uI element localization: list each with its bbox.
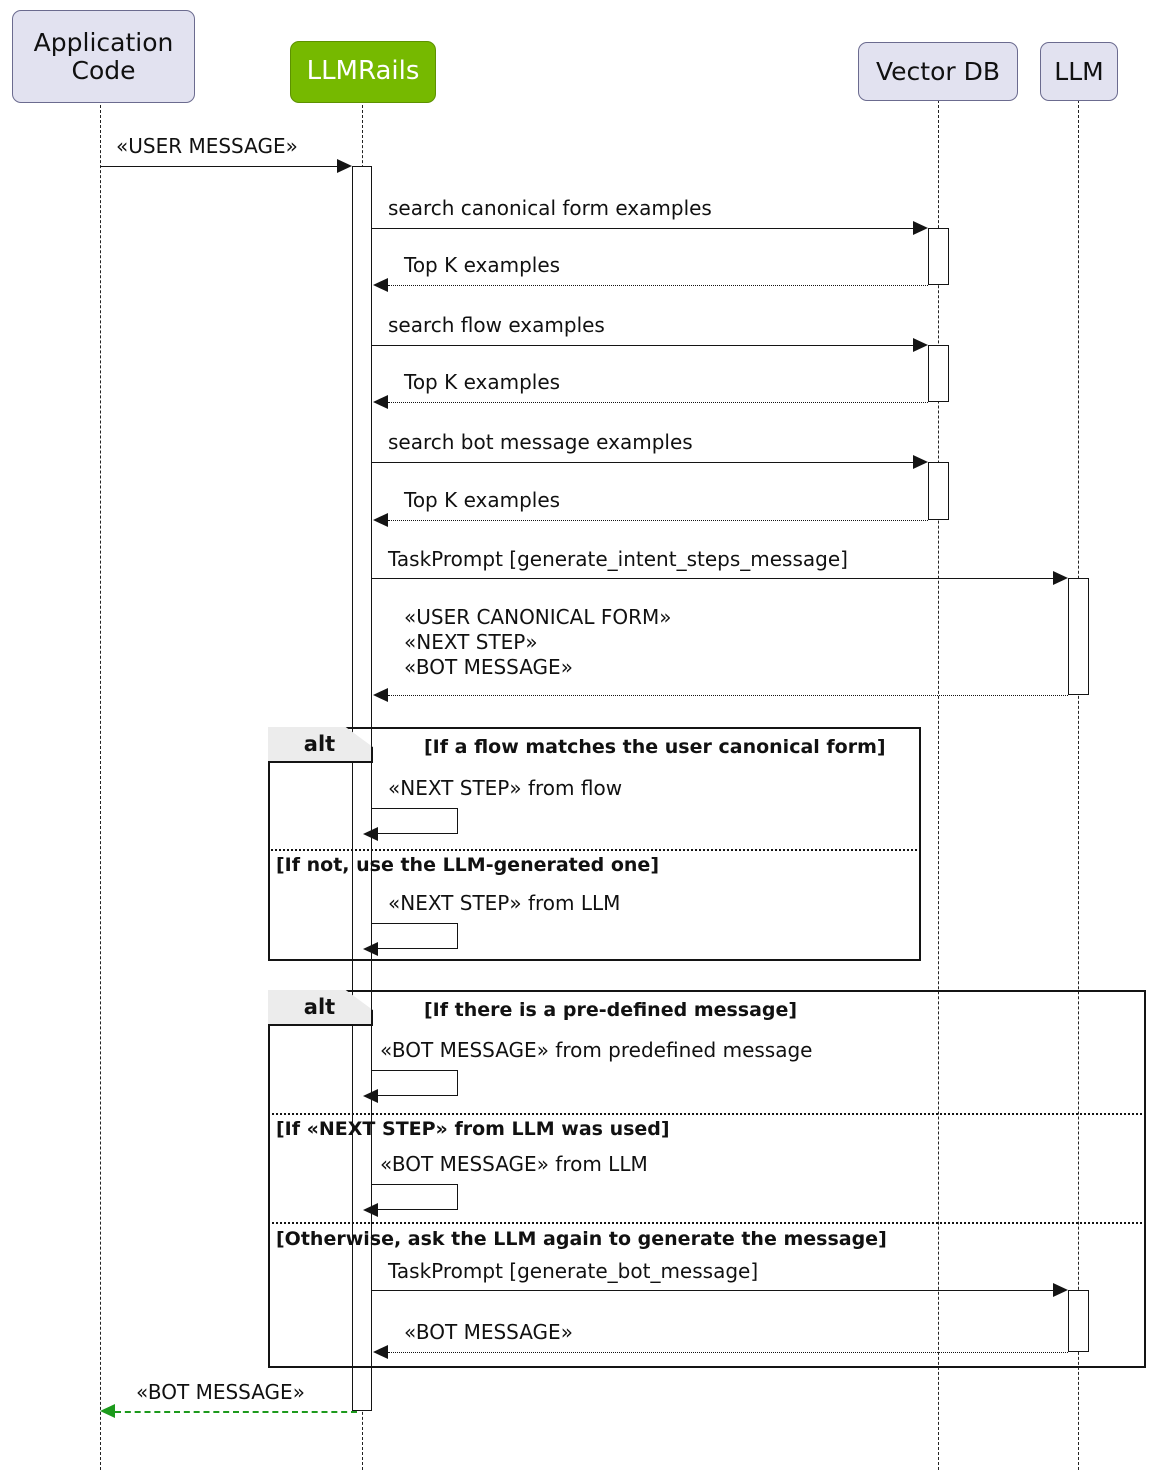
message-line-bot-message-final (115, 1411, 357, 1413)
arrowhead-llm-reply (373, 688, 388, 702)
arrowhead-search-flow (913, 338, 928, 352)
activation-vectordb-3 (928, 462, 949, 520)
fragment-alt-bot-message-condition-1: [If there is a pre-defined message] (424, 999, 798, 1021)
activation-vectordb-1 (928, 228, 949, 285)
participant-vector-db-label: Vector DB (875, 56, 1000, 86)
arrowhead-bot-message-from-llm (363, 1203, 378, 1217)
message-label-search-bot: search bot message examples (388, 430, 693, 454)
activation-llm-1 (1068, 578, 1089, 695)
message-label-user-message: «USER MESSAGE» (116, 134, 298, 158)
message-line-top-k-1 (388, 285, 928, 286)
fragment-alt-bot-message-divider-2 (268, 1222, 1146, 1224)
message-label-bot-message-final: «BOT MESSAGE» (136, 1380, 305, 1404)
message-label-search-canonical: search canonical form examples (388, 196, 712, 220)
arrowhead-task-prompt-intent (1053, 571, 1068, 585)
message-line-top-k-2 (388, 402, 928, 403)
activation-vectordb-2 (928, 345, 949, 402)
participant-application-code[interactable]: Application Code (12, 10, 195, 103)
message-label-task-prompt-bot: TaskPrompt [generate_bot_message] (388, 1259, 759, 1283)
fragment-alt-next-step-condition-1: [If a flow matches the user canonical fo… (424, 736, 886, 758)
arrowhead-bot-message-llm-return (373, 1345, 388, 1359)
participant-llmrails-label: LLMRails (306, 56, 420, 87)
self-message-next-step-from-llm (372, 923, 458, 949)
arrowhead-search-canonical (913, 221, 928, 235)
participant-llm[interactable]: LLM (1040, 42, 1118, 101)
lifeline-application-code (100, 105, 101, 1470)
arrowhead-task-prompt-bot (1053, 1283, 1068, 1297)
arrowhead-top-k-3 (373, 513, 388, 527)
lifeline-vector-db (938, 100, 939, 1470)
message-label-next-step-from-llm: «NEXT STEP» from LLM (388, 891, 621, 915)
participant-application-code-line2: Code (71, 55, 136, 85)
message-label-llm-reply: «USER CANONICAL FORM» «NEXT STEP» «BOT M… (404, 605, 671, 680)
participant-vector-db[interactable]: Vector DB (858, 42, 1018, 101)
message-label-top-k-2: Top K examples (404, 370, 561, 394)
fragment-alt-next-step-operator: alt (268, 727, 373, 763)
arrowhead-bot-message-final (100, 1404, 115, 1418)
self-message-bot-message-from-llm (372, 1184, 458, 1210)
message-label-bot-message-llm-return: «BOT MESSAGE» (404, 1320, 573, 1344)
arrowhead-top-k-1 (373, 278, 388, 292)
participant-application-code-line1: Application (33, 27, 174, 57)
arrowhead-search-bot (913, 455, 928, 469)
message-label-top-k-3: Top K examples (404, 488, 561, 512)
fragment-alt-next-step-divider (268, 849, 921, 851)
self-message-bot-message-predefined (372, 1070, 458, 1096)
fragment-alt-next-step-condition-2: [If not, use the LLM-generated one] (276, 854, 660, 876)
arrowhead-next-step-from-llm (363, 942, 378, 956)
participant-llmrails[interactable]: LLMRails (290, 41, 436, 103)
message-label-top-k-1: Top K examples (404, 253, 561, 277)
message-line-bot-message-llm-return (388, 1352, 1068, 1353)
message-line-search-flow (372, 345, 914, 346)
llm-reply-line-2: «NEXT STEP» (404, 630, 538, 654)
message-line-task-prompt-bot (372, 1290, 1054, 1291)
message-label-next-step-from-flow: «NEXT STEP» from flow (388, 776, 623, 800)
participant-llm-label: LLM (1054, 56, 1104, 86)
message-line-user-message (100, 166, 338, 167)
llm-reply-line-1: «USER CANONICAL FORM» (404, 605, 672, 629)
activation-llm-2 (1068, 1290, 1089, 1352)
message-label-task-prompt-intent: TaskPrompt [generate_intent_steps_messag… (388, 547, 848, 571)
message-label-search-flow: search flow examples (388, 313, 605, 337)
fragment-alt-bot-message-condition-3: [Otherwise, ask the LLM again to generat… (276, 1228, 887, 1250)
arrowhead-next-step-from-flow (363, 827, 378, 841)
arrowhead-user-message (337, 159, 352, 173)
arrowhead-top-k-2 (373, 395, 388, 409)
message-line-search-bot (372, 462, 914, 463)
fragment-alt-bot-message-divider-1 (268, 1113, 1146, 1115)
fragment-alt-bot-message-condition-2: [If «NEXT STEP» from LLM was used] (276, 1118, 670, 1140)
lifeline-llm (1078, 100, 1079, 1470)
message-label-bot-message-predefined: «BOT MESSAGE» from predefined message (380, 1038, 813, 1062)
message-line-search-canonical (372, 228, 914, 229)
message-line-task-prompt-intent (372, 578, 1054, 579)
arrowhead-bot-message-predefined (363, 1089, 378, 1103)
message-line-llm-reply (388, 695, 1068, 696)
fragment-alt-next-step (268, 727, 921, 961)
fragment-alt-bot-message-operator: alt (268, 990, 373, 1026)
message-label-bot-message-from-llm: «BOT MESSAGE» from LLM (380, 1152, 648, 1176)
fragment-alt-bot-message (268, 990, 1146, 1368)
self-message-next-step-from-flow (372, 808, 458, 834)
llm-reply-line-3: «BOT MESSAGE» (404, 655, 573, 679)
message-line-top-k-3 (388, 520, 928, 521)
